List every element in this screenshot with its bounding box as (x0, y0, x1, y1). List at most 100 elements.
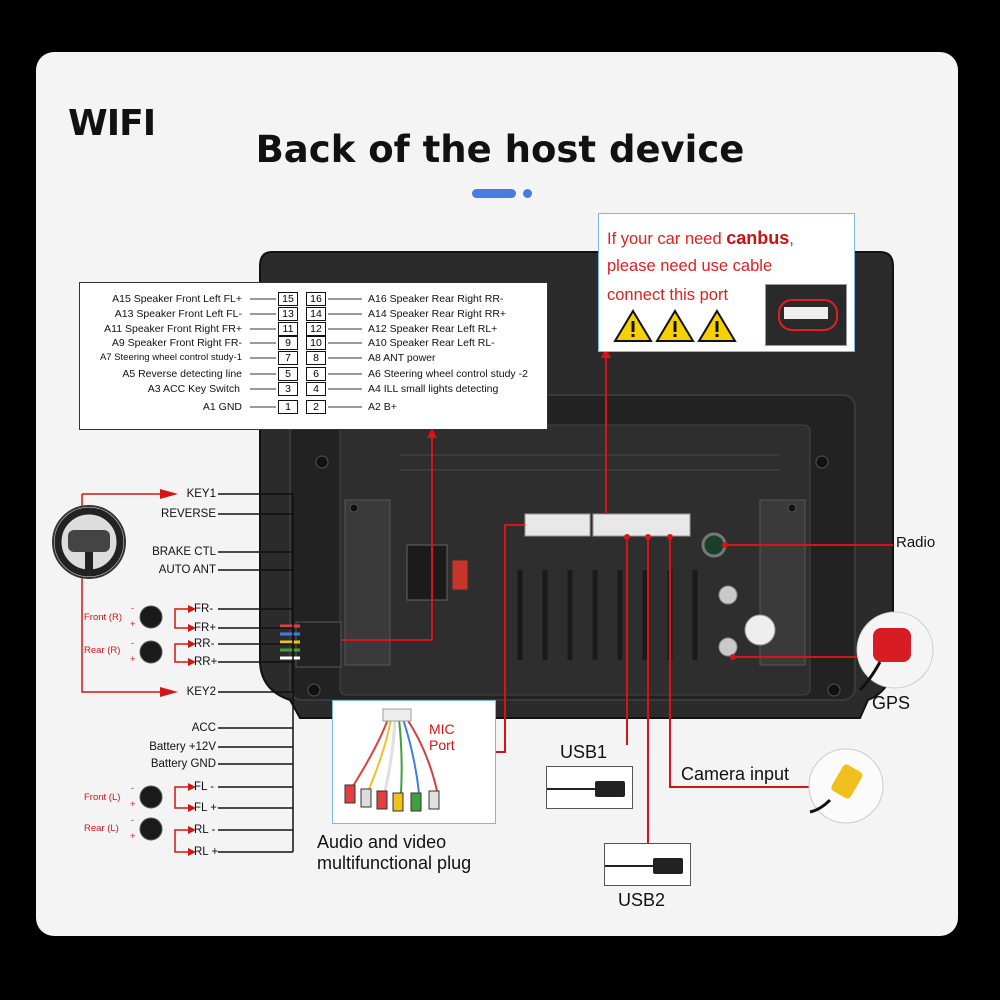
wire-reverse: REVERSE (161, 508, 216, 520)
usb-canbus-connector (592, 513, 691, 537)
speaker-front-l-minus: - (131, 783, 135, 794)
wire-battery: Battery +12V (149, 741, 216, 753)
wire-key1: KEY1 (186, 488, 216, 500)
av-plug-label-1: Audio and video (317, 832, 447, 852)
pin-box: 10 (306, 336, 326, 350)
av-connector (524, 513, 591, 537)
pin-box: 14 (306, 307, 326, 321)
speaker-rear-l-minus: - (131, 815, 135, 826)
usb2-photo (604, 843, 691, 886)
canbus-line-2: please need use cable (607, 257, 773, 275)
pin-box: 6 (306, 367, 326, 381)
canbus-line-1: If your car need canbus, (607, 228, 794, 248)
gps-antenna-icon (856, 611, 934, 692)
pin-label-right: A8 ANT power (368, 352, 436, 364)
wire-key2: KEY2 (186, 686, 216, 698)
pin-box: 5 (278, 367, 298, 381)
camera-input-label: Camera input (681, 764, 790, 784)
usb1-label: USB1 (560, 742, 608, 762)
speaker-front-r-plus: + (130, 619, 136, 630)
top-ribs (400, 454, 780, 471)
usb1-photo (546, 766, 633, 809)
wire-battery-gnd: Battery GND (150, 758, 216, 770)
left-bracket (344, 499, 391, 666)
pin-box: 2 (306, 400, 326, 414)
usb2-label: USB2 (618, 890, 666, 910)
wire-rl-minus: RL - (194, 824, 216, 836)
camera-rca-icon (808, 748, 884, 824)
gps-port (718, 637, 738, 657)
pagination-dot (523, 189, 532, 198)
pin-label-right: A16 Speaker Rear Right RR- (368, 293, 504, 305)
wire-rr-plus: RR+ (194, 656, 218, 668)
screws (307, 455, 841, 697)
arrow-iso (427, 428, 437, 438)
fuse (451, 559, 469, 591)
page-title: Back of the host device (255, 128, 745, 171)
pagination-active (472, 189, 516, 198)
pin-box: 16 (306, 292, 326, 306)
gps-label: GPS (872, 693, 911, 713)
pin-label-left: A7 Steering wheel control study-1 (99, 352, 242, 363)
wire-fl-plus: FL + (194, 802, 217, 814)
radio-port (701, 532, 727, 558)
pin-box: 9 (278, 336, 298, 350)
speaker-rear-l-plus: + (130, 831, 136, 842)
callout-lines (340, 352, 893, 845)
warning-icons (613, 309, 737, 342)
pin-label-right: A6 Steering wheel control study -2 (368, 368, 528, 380)
steering-wheel-icon (52, 505, 126, 579)
pin-label-left: A13 Speaker Front Left FL- (114, 308, 242, 320)
speaker-front-r-minus: - (131, 603, 135, 614)
av-cable-drawing (344, 708, 440, 812)
wire-rr-minus: RR- (194, 638, 215, 650)
wire-fr-minus: FR- (194, 603, 214, 615)
wire-brake: BRAKE CTL (152, 546, 216, 558)
pin-box: 15 (278, 292, 298, 306)
wire-auto-ant: AUTO ANT (158, 564, 216, 576)
pin-box: 3 (278, 382, 298, 396)
pin-label-left: A11 Speaker Front Right FR+ (104, 323, 242, 335)
wire-fl-minus: FL - (194, 781, 215, 793)
canbus-cable-photo (765, 284, 847, 346)
pin-box: 7 (278, 351, 298, 365)
iso-connector (406, 544, 448, 601)
speaker-rear-r-minus: - (131, 638, 135, 649)
pin-label-left: A15 Speaker Front Left FL+ (112, 293, 242, 305)
canbus-line-3: connect this port (607, 286, 729, 304)
harness-plug (295, 621, 342, 668)
pin-box: 12 (306, 322, 326, 336)
pin-box: 8 (306, 351, 326, 365)
pin-label-right: A12 Speaker Rear Left RL+ (368, 323, 498, 335)
pin-box: 1 (278, 400, 298, 414)
speaker-rear-r-plus: + (130, 654, 136, 665)
aux-port (718, 585, 738, 605)
radio-label: Radio (896, 534, 936, 551)
canbus-callout: If your car need canbus, please need use… (598, 213, 855, 352)
pin-label-right: A2 B+ (368, 401, 397, 413)
wiring-bus (218, 493, 294, 853)
wifi-label: WIFI (68, 103, 156, 144)
speaker-rear-l-label: Rear (L) (84, 823, 119, 834)
speaker-front-r-label: Front (R) (84, 612, 122, 623)
pin-label-right: A4 ILL small lights detecting (368, 383, 499, 395)
arrow-canbus (601, 348, 611, 358)
pin-label-left: A3 ACC Key Switch (147, 383, 240, 395)
harness-wires (280, 624, 300, 660)
wire-acc: ACC (191, 722, 216, 734)
speaker-icons (139, 605, 163, 841)
pin-label-right: A10 Speaker Rear Left RL- (368, 337, 495, 349)
av-plug-label-2: multifunctional plug (317, 853, 472, 873)
pin-box: 11 (278, 322, 298, 336)
speaker-front-l-plus: + (130, 799, 136, 810)
wire-rl-plus: RL + (194, 846, 219, 858)
speaker-rear-r-label: Rear (R) (84, 645, 121, 656)
wire-fr-plus: FR+ (194, 622, 217, 634)
speaker-front-l-label: Front (L) (84, 792, 121, 803)
pin-leader-lines (250, 298, 362, 408)
pin-label-left: A1 GND (202, 401, 242, 413)
